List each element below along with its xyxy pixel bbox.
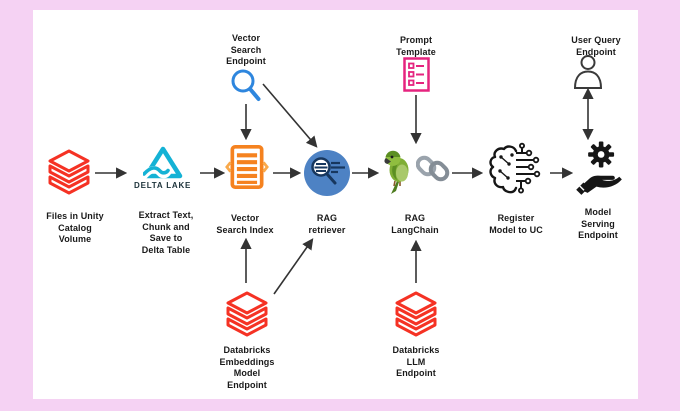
parrot-chain-icon	[382, 149, 450, 195]
databricks-stack-icon	[45, 144, 93, 200]
databricks-embeddings-label: Databricks Embeddings Model Endpoint	[219, 345, 275, 390]
model-serving-endpoint-label: Model Serving Endpoint	[578, 207, 618, 240]
retriever-search-icon	[304, 150, 350, 196]
diagram-canvas: Files in Unity Catalog Volume DELTA LAKE…	[33, 10, 638, 399]
arrow-embeddings-to-retriever	[273, 238, 314, 295]
index-list-icon	[225, 143, 269, 191]
delta-lake-icon: DELTA LAKE	[134, 146, 191, 190]
vector-search-index-label: Vector Search Index	[216, 213, 274, 235]
connector-arrows	[95, 83, 594, 295]
person-icon	[572, 54, 604, 90]
register-model-label: Register Model to UC	[489, 213, 543, 235]
delta-lake-label: Extract Text, Chunk and Save to Delta Ta…	[138, 210, 194, 255]
databricks-stack-icon	[392, 287, 440, 341]
vector-search-endpoint-label: Vector Search Endpoint	[226, 33, 266, 66]
gear-hand-icon	[574, 141, 622, 197]
prompt-template-label: Prompt Template	[396, 35, 436, 57]
rag-langchain-label: RAG LangChain	[391, 213, 439, 235]
files-volume-label: Files in Unity Catalog Volume	[46, 211, 104, 244]
rag-retriever-label: RAG retriever	[308, 213, 346, 235]
databricks-llm-label: Databricks LLM Endpoint	[392, 345, 440, 378]
magnifier-icon	[230, 68, 262, 104]
delta-lake-logo-text: DELTA LAKE	[134, 181, 192, 190]
parrot-icon	[384, 150, 409, 194]
arrow-vse-to-retriever	[262, 83, 318, 148]
brain-circuit-icon	[487, 142, 545, 198]
chain-link-icon	[416, 155, 450, 182]
checklist-icon	[403, 57, 430, 92]
databricks-stack-icon	[223, 287, 271, 341]
user-query-endpoint-label: User Query Endpoint	[571, 35, 621, 57]
